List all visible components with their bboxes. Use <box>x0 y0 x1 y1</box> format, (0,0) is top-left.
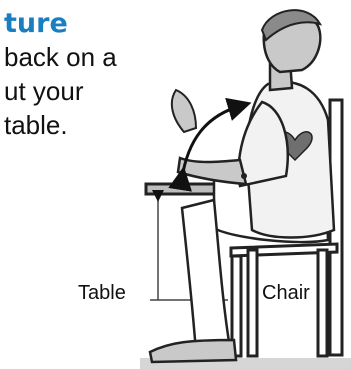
table-label: Table <box>78 282 126 305</box>
chair-label: Chair <box>262 282 310 305</box>
raised-hand <box>172 90 196 132</box>
foot <box>150 340 236 362</box>
elbow-dot <box>241 173 247 179</box>
forearm <box>178 158 246 184</box>
